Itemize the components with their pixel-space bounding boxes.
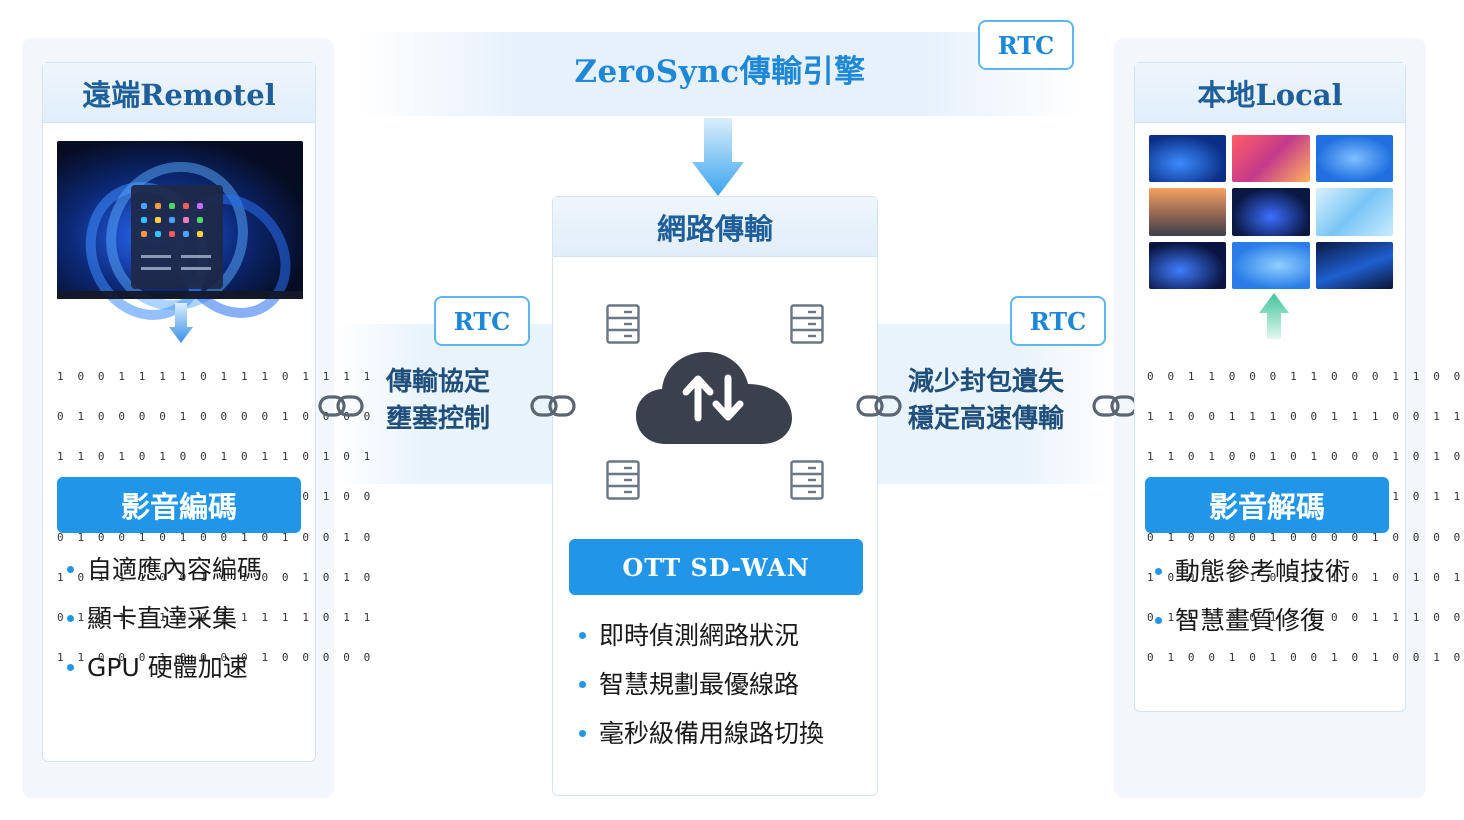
- list-item: 智慧規劃最優線路: [575, 660, 824, 709]
- cloud-upload-download-icon: [636, 352, 792, 444]
- arrow-up-icon: [1259, 293, 1289, 339]
- bullet-icon: [579, 632, 586, 639]
- desktop-thumbnail: [1232, 135, 1310, 183]
- server-icon: [606, 460, 640, 500]
- desktop-thumbnail: [1149, 241, 1227, 289]
- arrow-down-icon: [692, 118, 744, 196]
- list-item: 毫秒級備用線路切換: [575, 709, 824, 758]
- link-icon: [318, 395, 364, 417]
- bullet-icon: [579, 681, 586, 688]
- server-icon: [790, 460, 824, 500]
- arrow-down-icon: [169, 303, 193, 343]
- desktop-thumbnail: [1232, 188, 1310, 236]
- encode-label: 影音編碼: [57, 477, 301, 533]
- decode-feature-list: 動態參考幀技術 智慧畫質修復: [1151, 547, 1350, 645]
- binary-row: 0 1 0 0 0 0 1 0 0 0 0 1 0 0 0 0: [57, 410, 374, 424]
- binary-row: 0 1 0 0 0 0 1 0 0 0 0 1 0 0 0 0: [1147, 530, 1464, 544]
- bullet-icon: [1155, 617, 1162, 624]
- link-icon: [856, 395, 902, 417]
- remote-desktop-screenshot: [57, 138, 315, 341]
- engine-banner: [360, 32, 1080, 116]
- remote-card: 遠端Remotel: [42, 62, 370, 762]
- right-flow-line: 穩定高速傳輸: [908, 404, 1065, 434]
- feature-text: 智慧畫質修復: [1175, 606, 1326, 635]
- feature-text: GPU 硬體加速: [87, 653, 248, 682]
- left-flow-text: 傳輸協定 壅塞控制: [386, 364, 490, 438]
- rtc-tag-top: RTC: [978, 20, 1074, 70]
- list-item: GPU 硬體加速: [63, 643, 262, 692]
- list-item: 動態參考幀技術: [1151, 547, 1350, 596]
- right-flow-band: [878, 324, 1114, 484]
- binary-row: 0 1 0 0 1 0 1 0 0 1 0 1 0 0 1 0: [1147, 651, 1464, 665]
- feature-text: 顯卡直達采集: [87, 604, 238, 633]
- binary-row: 1 0 1 1 1 0 0 1 1 1 0 0 1 0 1 0: [57, 570, 374, 584]
- bullet-icon: [579, 730, 586, 737]
- bullet-icon: [67, 615, 74, 622]
- sdwan-label: OTT SD-WAN: [569, 539, 863, 595]
- feature-text: 毫秒級備用線路切換: [599, 719, 825, 748]
- rtc-tag-right: RTC: [1010, 296, 1106, 346]
- bullet-icon: [67, 566, 74, 573]
- binary-row: 1 0 0 1 1 1 1 0 1 1 1 0 1 1 1 1: [57, 369, 374, 383]
- left-flow-band: [336, 324, 552, 484]
- start-menu-mock: [131, 185, 223, 289]
- list-item: 顯卡直達采集: [63, 594, 262, 643]
- bullet-icon: [1155, 568, 1162, 575]
- right-flow-text: 減少封包遺失 穩定高速傳輸: [908, 364, 1064, 438]
- desktop-thumbnail: [1149, 135, 1227, 183]
- remote-title: 遠端Remotel: [43, 63, 315, 123]
- rtc-tag-left: RTC: [434, 296, 530, 346]
- list-item: 即時偵測網路狀況: [575, 611, 824, 660]
- binary-row: 1 1 0 0 0 1 0 0 0 0 1 0 0 0 0 0: [57, 651, 374, 665]
- left-flow-line: 傳輸協定: [386, 367, 491, 397]
- desktop-thumbnail: [1315, 241, 1393, 289]
- link-icon: [1092, 395, 1138, 417]
- list-item: 智慧畫質修復: [1151, 596, 1350, 645]
- local-title: 本地Local: [1135, 63, 1405, 123]
- left-flow-line: 壅塞控制: [386, 404, 491, 434]
- network-title: 網路傳輸: [553, 197, 877, 257]
- desktop-thumbnail: [1315, 135, 1393, 183]
- binary-row: 1 0 0 1 0 1 0 1 0 1 0 1 0 1 0 1: [1147, 570, 1464, 584]
- desktop-thumbnail: [1149, 188, 1227, 236]
- desktop-thumbnail: [1315, 188, 1393, 236]
- server-icon: [790, 304, 824, 344]
- binary-row: 0 1 1 1 0 0 1 1 1 0 0 1 1 1 0 0: [1147, 611, 1464, 625]
- encode-feature-list: 自適應內容編碼 顯卡直達采集 GPU 硬體加速: [63, 545, 262, 692]
- binary-row: 1 1 0 1 0 0 1 0 1 0 0 0 1 0 1 0: [1147, 450, 1464, 464]
- local-desktop-thumbnails: [1149, 135, 1393, 289]
- engine-title: ZeroSync傳輸引擎: [574, 54, 866, 90]
- binary-row: 0 1 0 0 1 0 1 0 0 1 0 1 0 0 1 0: [57, 530, 374, 544]
- decode-label: 影音解碼: [1145, 477, 1389, 533]
- network-card: 網路傳輸 OTT SD-WAN 即時偵測網路狀況 智慧規劃最優線路 毫秒級備用線…: [552, 196, 878, 796]
- binary-row: 1 1 0 0 1 1 1 0 0 1 1 1 0 0 1 1: [1147, 410, 1464, 424]
- bullet-icon: [67, 664, 74, 671]
- taskbar-mock: [57, 291, 303, 299]
- link-icon: [530, 395, 576, 417]
- right-flow-line: 減少封包遺失: [908, 367, 1065, 397]
- feature-text: 自適應內容編碼: [87, 555, 263, 584]
- local-card: 本地Local 0 0 1 1 0 0 0 1 1 0 0 0 1 1 0 0 …: [1134, 62, 1460, 712]
- desktop-thumbnail: [1232, 241, 1310, 289]
- server-icon: [606, 304, 640, 344]
- network-feature-list: 即時偵測網路狀況 智慧規劃最優線路 毫秒級備用線路切換: [575, 611, 824, 758]
- binary-row: 1 1 0 1 0 1 0 0 1 0 1 1 0 1 0 1: [57, 450, 374, 464]
- list-item: 自適應內容編碼: [63, 545, 262, 594]
- feature-text: 即時偵測網路狀況: [599, 621, 800, 650]
- binary-row: 0 0 1 1 0 0 0 1 1 0 0 0 1 1 0 0: [1147, 369, 1464, 383]
- feature-text: 智慧規劃最優線路: [599, 670, 800, 699]
- binary-row: 0 1 0 1 1 1 0 0 1 1 1 1 1 0 1 1: [57, 611, 374, 625]
- feature-text: 動態參考幀技術: [1175, 557, 1351, 586]
